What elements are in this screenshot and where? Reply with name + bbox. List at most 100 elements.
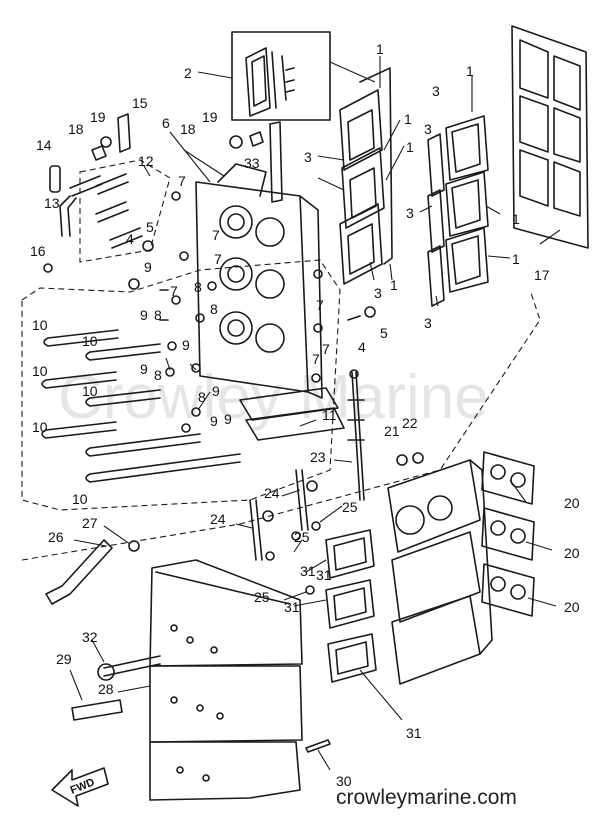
rods-24: [249, 469, 321, 595]
label-17: 17: [534, 267, 550, 283]
label-3: 3: [424, 121, 432, 137]
hoses-10: [41, 329, 241, 483]
label-31: 31: [316, 567, 332, 583]
label-1: 1: [466, 63, 474, 79]
fittings-top-left: [43, 113, 283, 273]
label-31: 31: [406, 725, 422, 741]
label-1: 1: [404, 111, 412, 127]
label-3: 3: [304, 149, 312, 165]
label-25: 25: [254, 589, 270, 605]
label-10: 10: [82, 333, 98, 349]
gasket-large-17: [511, 25, 589, 249]
label-18: 18: [180, 121, 196, 137]
label-9: 9: [224, 411, 232, 427]
label-7: 7: [316, 297, 324, 313]
label-16: 16: [30, 243, 46, 259]
label-7: 7: [178, 173, 186, 189]
label-10: 10: [32, 363, 48, 379]
linkage-rod-23: [347, 369, 365, 501]
inset-reed-detail: [231, 31, 331, 121]
part-labels: 1 1 1 1 1 1 1 2 3 3 3 3 3 3 4 4 5 5 6 7 …: [30, 41, 580, 789]
reed-valve-blocks-right: [427, 115, 489, 307]
label-18: 18: [68, 121, 84, 137]
label-21: 21: [384, 423, 400, 439]
label-9: 9: [212, 383, 220, 399]
label-23: 23: [310, 449, 326, 465]
label-30: 30: [336, 773, 352, 789]
label-27: 27: [82, 515, 98, 531]
label-31: 31: [300, 563, 316, 579]
label-20: 20: [564, 545, 580, 561]
label-1: 1: [512, 211, 520, 227]
label-10: 10: [82, 383, 98, 399]
label-25: 25: [294, 529, 310, 545]
label-5: 5: [380, 325, 388, 341]
label-24: 24: [210, 511, 226, 527]
label-14: 14: [36, 137, 52, 153]
label-4: 4: [126, 231, 134, 247]
label-29: 29: [56, 651, 72, 667]
intake-silencer-28: [149, 559, 303, 801]
cover-plate-11: [239, 387, 345, 441]
label-7: 7: [322, 341, 330, 357]
label-13: 13: [44, 195, 60, 211]
gaskets-31: [325, 529, 377, 683]
label-1: 1: [406, 139, 414, 155]
label-8: 8: [154, 367, 162, 383]
reed-valve-stack-center: [339, 67, 393, 285]
watermark: Crowley Marine: [58, 363, 489, 432]
misc-parts-lower: [45, 539, 331, 753]
label-5: 5: [146, 219, 154, 235]
label-9: 9: [140, 307, 148, 323]
source-url: crowleymarine.com: [336, 786, 517, 809]
label-1: 1: [512, 251, 520, 267]
label-1: 1: [390, 277, 398, 293]
label-9: 9: [182, 337, 190, 353]
label-3: 3: [432, 83, 440, 99]
leader-lines: [69, 56, 561, 771]
label-6: 6: [162, 115, 170, 131]
label-12: 12: [138, 153, 154, 169]
label-28: 28: [98, 681, 114, 697]
label-3: 3: [374, 285, 382, 301]
dashed-group-hoses: [79, 159, 171, 263]
hoses-12-13: [59, 173, 143, 249]
label-4: 4: [358, 339, 366, 355]
carburetors: [387, 452, 493, 685]
label-22: 22: [402, 415, 418, 431]
label-8: 8: [154, 307, 162, 323]
label-26: 26: [48, 529, 64, 545]
label-15: 15: [132, 95, 148, 111]
label-7: 7: [214, 251, 222, 267]
dashed-group-left: [21, 259, 341, 511]
label-24: 24: [264, 485, 280, 501]
label-11: 11: [322, 407, 337, 423]
label-33: 33: [244, 155, 260, 171]
label-9: 9: [210, 413, 218, 429]
label-20: 20: [564, 599, 580, 615]
label-3: 3: [424, 315, 432, 331]
bolts-center: [128, 191, 376, 433]
label-10: 10: [72, 491, 88, 507]
label-25: 25: [342, 499, 358, 515]
label-8: 8: [210, 301, 218, 317]
label-20: 20: [564, 495, 580, 511]
label-1: 1: [376, 41, 384, 57]
label-9: 9: [144, 259, 152, 275]
intake-manifold: [195, 163, 323, 399]
label-10: 10: [32, 317, 48, 333]
label-7: 7: [212, 227, 220, 243]
label-7: 7: [312, 351, 320, 367]
label-31: 31: [284, 599, 300, 615]
label-2: 2: [184, 65, 192, 81]
label-10: 10: [32, 419, 48, 435]
label-32: 32: [82, 629, 98, 645]
label-8: 8: [194, 279, 202, 295]
label-8: 8: [198, 389, 206, 405]
gaskets-20: [481, 451, 535, 617]
label-19: 19: [202, 109, 218, 125]
label-19: 19: [90, 109, 106, 125]
label-3: 3: [406, 205, 414, 221]
fwd-arrow-icon: FWD: [51, 767, 109, 807]
